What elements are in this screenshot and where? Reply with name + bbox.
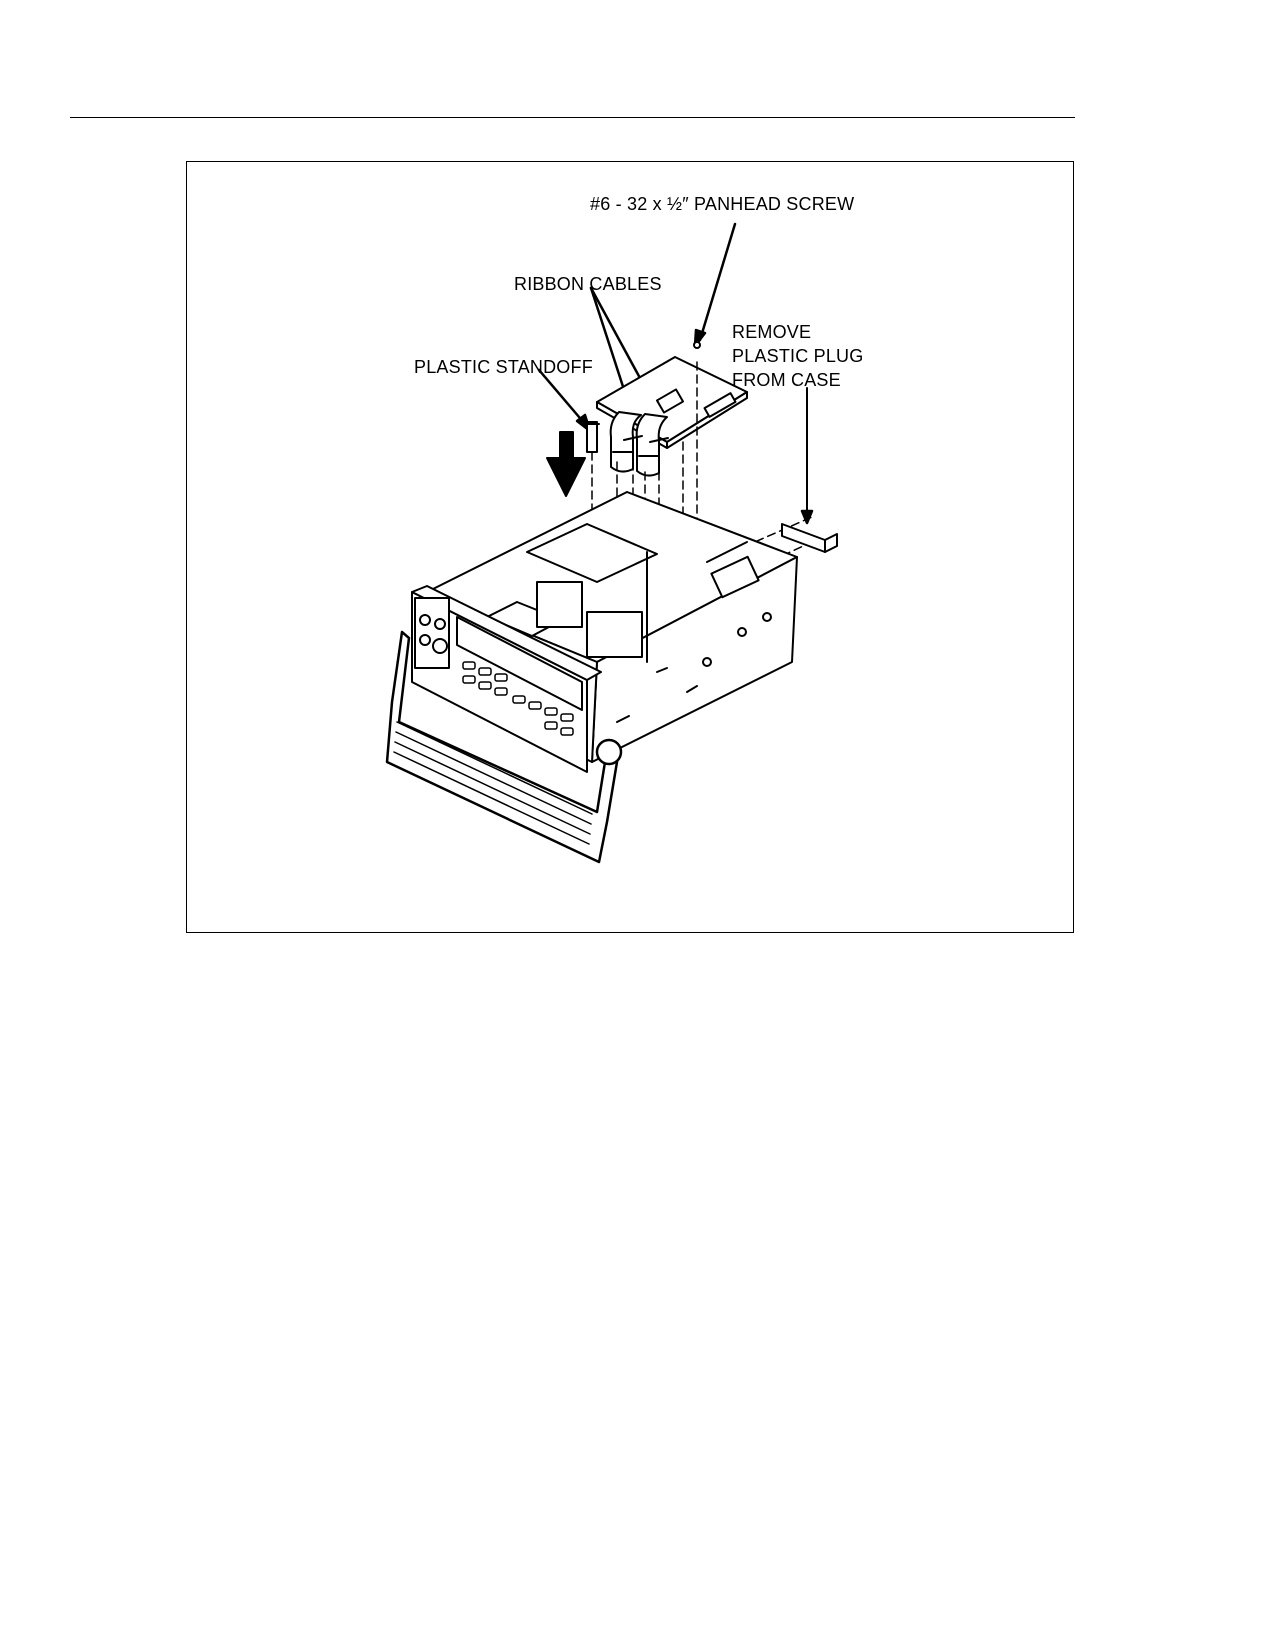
callout-plug-line-3: FROM CASE xyxy=(732,370,841,390)
callout-plug-line-2: PLASTIC PLUG xyxy=(732,346,864,366)
callout-plug-line-1: REMOVE xyxy=(732,322,812,342)
header-rule xyxy=(70,117,1075,118)
callout-ribbon-cables: RIBBON CABLES xyxy=(514,274,662,294)
instrument-disassembly-illustration xyxy=(385,222,838,864)
plastic-plug-bracket xyxy=(781,523,838,553)
down-arrow-icon xyxy=(546,431,586,497)
carrying-handle xyxy=(385,630,623,864)
plastic-standoff xyxy=(584,421,600,453)
ribbon-cables xyxy=(609,411,669,477)
front-panel xyxy=(411,585,602,773)
figure-frame: #6 - 32 x ½″ PANHEAD SCREW RIBBON CABLES… xyxy=(186,161,1074,933)
callout-panhead-screw: #6 - 32 x ½″ PANHEAD SCREW xyxy=(590,194,855,214)
callout-remove-plastic-plug: REMOVE PLASTIC PLUG FROM CASE xyxy=(732,320,892,392)
callout-plastic-standoff: PLASTIC STANDOFF xyxy=(414,357,593,377)
